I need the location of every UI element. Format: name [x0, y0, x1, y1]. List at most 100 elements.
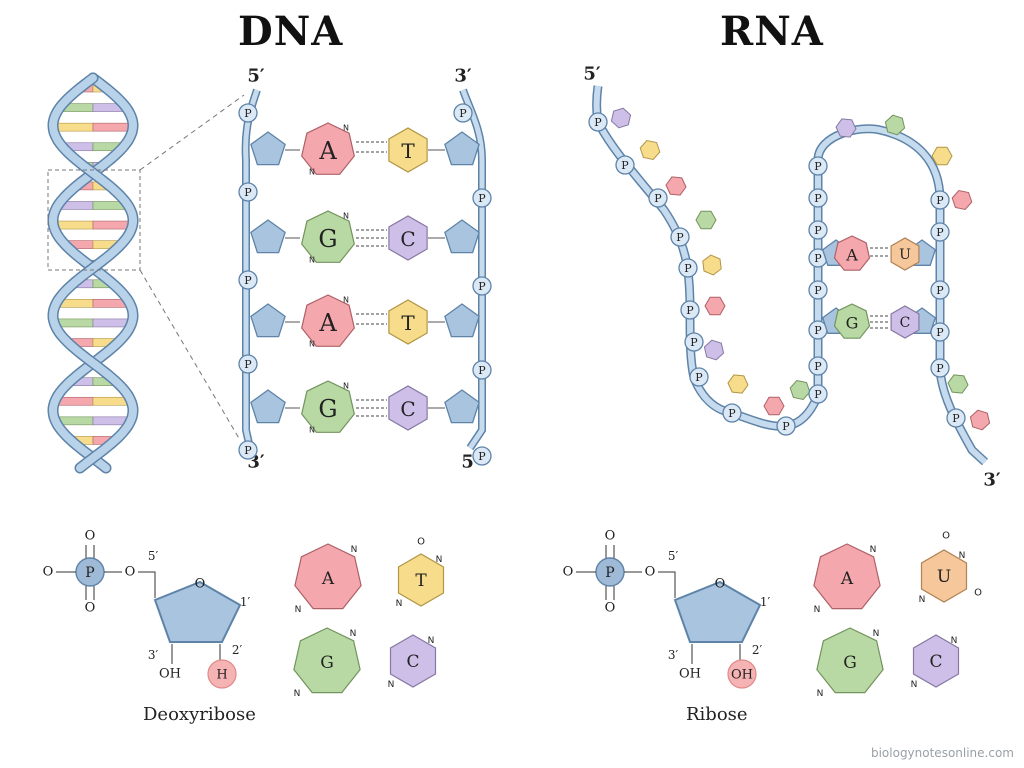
- c3-label: 3′: [668, 648, 679, 662]
- n-atom: N: [951, 636, 958, 646]
- rna-3prime: 3′: [983, 470, 1001, 491]
- oxygen-atom: O: [417, 537, 425, 548]
- dna-base-right-C-letter: C: [400, 227, 415, 251]
- n-atom: N: [428, 636, 435, 646]
- c2-label: 2′: [232, 643, 243, 657]
- dna-phosphate-left-label: P: [244, 358, 252, 371]
- rna-phosphate: [776, 416, 796, 436]
- rna-base-right-U-letter: U: [899, 247, 911, 263]
- dna-phosphate-right-label: P: [459, 107, 467, 120]
- dna-phosphate-right: [472, 188, 492, 208]
- rna-free-base: [835, 118, 857, 138]
- rna-phosphate: [930, 358, 950, 378]
- dna-phosphate-right: [472, 360, 492, 380]
- dna-phosphate-left-label: P: [244, 444, 252, 457]
- ring-oxygen: O: [715, 577, 726, 592]
- phosphate-group-label: P: [605, 565, 614, 581]
- dna-legend-base-T-letter: T: [415, 571, 427, 591]
- helix-strand-2: [48, 74, 138, 472]
- n-atom: N: [911, 680, 918, 690]
- n-atom: N: [309, 340, 315, 349]
- dna-left-strand-fill: [243, 89, 260, 449]
- h-2prime: H: [216, 668, 227, 683]
- rna-title: RNA: [720, 8, 824, 55]
- n-atom: N: [343, 382, 349, 391]
- helix-strand-1: [48, 74, 138, 472]
- rna-phosphate: [930, 280, 950, 300]
- oxygen-atom: O: [974, 588, 982, 599]
- dna-sugar-right: [444, 389, 480, 424]
- c1-label: 1′: [760, 595, 771, 609]
- dna-phosphate-left: [238, 103, 258, 123]
- rna-phosphate-label: P: [936, 362, 944, 375]
- dna-base-left-A-letter: A: [318, 309, 337, 337]
- dna-phosphate-right-label: P: [478, 280, 486, 293]
- n-atom: N: [351, 545, 358, 555]
- rna-phosphate-label: P: [952, 412, 960, 425]
- rna-phosphate-label: P: [814, 252, 822, 265]
- oh-3prime: OH: [159, 667, 181, 682]
- rna-free-base: [884, 114, 906, 136]
- rna-phosphate: [808, 220, 828, 240]
- dna-base-left-G: [301, 210, 355, 263]
- rna-free-base: [763, 396, 785, 416]
- dna-phosphate-left-label: P: [244, 274, 252, 287]
- rna-phosphate-label: P: [654, 192, 662, 205]
- rna-legend-base-U-letter: U: [937, 567, 951, 587]
- n-atom: N: [817, 689, 824, 699]
- c5-label: 5′: [668, 549, 679, 563]
- dna-phosphate-right-label: P: [478, 364, 486, 377]
- rna-phosphate-label: P: [814, 224, 822, 237]
- rna-phosphate-label: P: [936, 226, 944, 239]
- n-atom: N: [919, 595, 926, 605]
- dna-phosphate-left: [238, 440, 258, 460]
- rna-legend-base-C-letter: C: [929, 652, 942, 672]
- dna-phosphate-right-label: P: [478, 450, 486, 463]
- dna-title: DNA: [238, 8, 344, 55]
- bond: [138, 571, 156, 598]
- rna-base-left-A: [833, 235, 871, 271]
- rna-phosphate-label: P: [782, 420, 790, 433]
- rna-free-base: [639, 139, 661, 161]
- ring-oxygen: O: [195, 577, 206, 592]
- dna-legend-base-C: [389, 634, 437, 688]
- dna-legend-base-G: [293, 627, 361, 694]
- dna-sugar-right: [444, 131, 480, 166]
- dna-base-right-C: [388, 385, 428, 431]
- rna-phosphate-label: P: [684, 262, 692, 275]
- rna-base-right-U: [890, 237, 920, 271]
- dna-base-left-A: [301, 122, 355, 175]
- oxygen-right: O: [125, 565, 136, 580]
- dna-base-left-G-letter: G: [318, 395, 337, 423]
- dna-phosphate-left: [238, 354, 258, 374]
- rna-phosphate-label: P: [690, 336, 698, 349]
- rna-phosphate: [670, 227, 690, 247]
- rna-base-right-C: [890, 305, 920, 339]
- rna-phosphate: [588, 112, 608, 132]
- oxygen-bottom: O: [605, 601, 616, 616]
- rna-legend-base-A: [813, 543, 881, 610]
- zoom-box: [47, 169, 141, 271]
- rna-phosphate-label: P: [936, 326, 944, 339]
- oxygen-top: O: [85, 529, 96, 544]
- dna-base-right-T: [388, 127, 428, 173]
- dna-legend-base-G-letter: G: [320, 653, 334, 673]
- dna-sugar-left: [250, 219, 286, 254]
- rna-phosphate-label: P: [621, 159, 629, 172]
- dna-base-right-T-letter: T: [401, 139, 415, 163]
- rna-free-base: [695, 210, 717, 230]
- rna-phosphate-label: P: [936, 284, 944, 297]
- rna-phosphate: [648, 188, 668, 208]
- rna-free-base: [703, 339, 725, 361]
- rna-phosphate: [689, 367, 709, 387]
- dna-base-left-A-letter: A: [318, 137, 337, 165]
- dna-phosphate-right: [453, 103, 473, 123]
- rna-phosphate: [930, 222, 950, 242]
- rna-free-base: [727, 374, 749, 394]
- sugar-ring: [153, 580, 242, 643]
- n-atom: N: [870, 545, 877, 555]
- n-atom: N: [873, 629, 880, 639]
- rna-phosphate: [808, 280, 828, 300]
